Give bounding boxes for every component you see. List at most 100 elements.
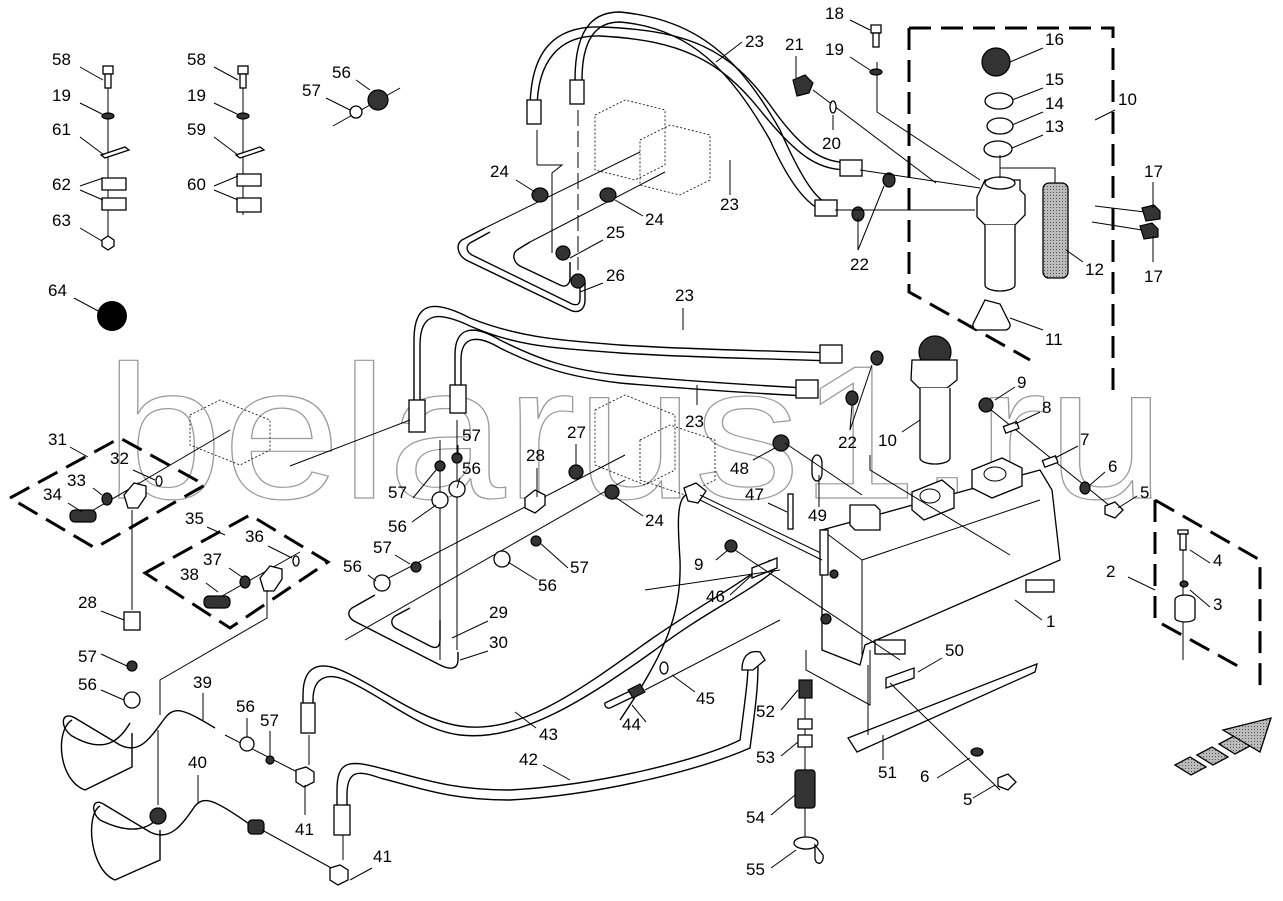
part-number-label: 19 — [187, 86, 206, 105]
leader-line — [213, 175, 239, 187]
callout-51: 51 — [878, 735, 897, 782]
leader-line — [631, 704, 647, 723]
part-number-label: 23 — [685, 412, 704, 431]
filter-assembly — [792, 24, 1161, 331]
leader-line — [1011, 87, 1044, 101]
leader-line — [1089, 471, 1106, 486]
drain-plug — [1174, 529, 1196, 660]
part-number-label: 49 — [808, 506, 827, 525]
leader-line — [729, 574, 753, 596]
part-number-label: 56 — [462, 459, 481, 478]
leader-line — [1014, 599, 1043, 621]
callout-46: 46 — [706, 574, 753, 606]
part-number-label: 39 — [193, 673, 212, 692]
leader-line — [936, 757, 971, 779]
part-number-label: 16 — [1045, 30, 1064, 49]
leader-line — [1009, 317, 1044, 331]
part-number-label: 28 — [78, 593, 97, 612]
filter-kit-frame — [907, 26, 1115, 400]
callout-6: 6 — [1089, 457, 1117, 486]
center-fittings — [289, 419, 826, 721]
callout-50: 50 — [917, 641, 964, 673]
leader-line — [1117, 495, 1138, 509]
forward-direction-arrow — [1173, 717, 1272, 776]
callout-17: 17 — [1144, 236, 1163, 286]
leader-line — [73, 297, 101, 313]
leader-line — [507, 561, 538, 581]
leader-line — [1054, 445, 1079, 459]
leader-line — [1014, 411, 1041, 425]
part-number-label: 23 — [675, 286, 694, 305]
part-number-label: 15 — [1045, 70, 1064, 89]
callout-19: 19 — [52, 86, 103, 115]
leader-line — [1011, 111, 1044, 126]
callout-62: 62 — [52, 175, 104, 201]
leader-line — [780, 689, 799, 711]
leader-line — [1065, 249, 1084, 263]
leader-line — [206, 526, 226, 536]
callout-9: 9 — [694, 549, 729, 574]
callout-23: 23 — [715, 32, 764, 63]
grease-blob-icon — [97, 301, 127, 331]
callout-18: 18 — [825, 4, 871, 31]
hoses-42-43 — [300, 559, 776, 860]
part-number-label: 10 — [1118, 90, 1137, 109]
leader-line — [849, 19, 871, 31]
leader-line — [213, 136, 239, 156]
lower-hoses — [408, 305, 884, 433]
callout-44: 44 — [622, 704, 647, 734]
callout-49: 49 — [808, 475, 827, 525]
callout-57: 57 — [373, 538, 411, 565]
leader-line — [367, 574, 377, 582]
upper-hoses — [526, 11, 863, 217]
leader-line — [917, 657, 943, 673]
leader-line — [1189, 549, 1211, 564]
leader-line — [767, 502, 788, 513]
callout-59: 59 — [187, 120, 239, 156]
callout-40: 40 — [188, 753, 207, 803]
part-number-label: 52 — [756, 702, 775, 721]
callout-16: 16 — [1009, 30, 1064, 63]
leader-line — [100, 689, 125, 701]
callout-labels: 5819616263645819596056572323232324242526… — [43, 4, 1222, 881]
part-number-label: 26 — [606, 266, 625, 285]
part-number-label: 58 — [52, 50, 71, 69]
sight-glass-parts — [978, 397, 1124, 519]
leader-line — [228, 567, 243, 578]
part-number-label: 40 — [188, 753, 207, 772]
part-number-label: 33 — [67, 471, 86, 490]
callout-57: 57 — [78, 647, 128, 667]
part-number-label: 56 — [388, 517, 407, 536]
part-number-label: 9 — [694, 555, 703, 574]
leader-line — [79, 136, 105, 156]
part-number-label: 56 — [538, 576, 557, 595]
callout-45: 45 — [671, 674, 715, 708]
leader-line — [213, 189, 239, 201]
callout-60: 60 — [187, 175, 239, 201]
part-number-label: 42 — [519, 750, 538, 769]
part-number-label: 35 — [185, 509, 204, 528]
tank-strap-parts — [847, 662, 1038, 791]
callout-5: 5 — [1117, 483, 1149, 509]
part-number-label: 57 — [373, 538, 392, 557]
part-number-label: 19 — [52, 86, 71, 105]
callout-1: 1 — [1014, 599, 1055, 631]
part-number-label: 59 — [187, 120, 206, 139]
leader-line — [569, 239, 604, 259]
part-number-label: 17 — [1144, 267, 1163, 286]
leader-line — [857, 185, 885, 251]
callout-21: 21 — [785, 35, 804, 78]
part-number-label: 56 — [236, 697, 255, 716]
part-number-label: 36 — [245, 527, 264, 546]
part-number-label: 28 — [526, 446, 545, 465]
callout-54: 54 — [746, 794, 796, 827]
left-fittings — [69, 429, 301, 715]
callout-56: 56 — [343, 557, 377, 582]
leader-line — [780, 741, 799, 757]
callout-57: 57 — [302, 81, 351, 111]
leader-line — [715, 549, 729, 561]
callout-30: 30 — [459, 633, 508, 661]
part-number-label: 54 — [746, 808, 765, 827]
leader-line — [849, 56, 871, 71]
